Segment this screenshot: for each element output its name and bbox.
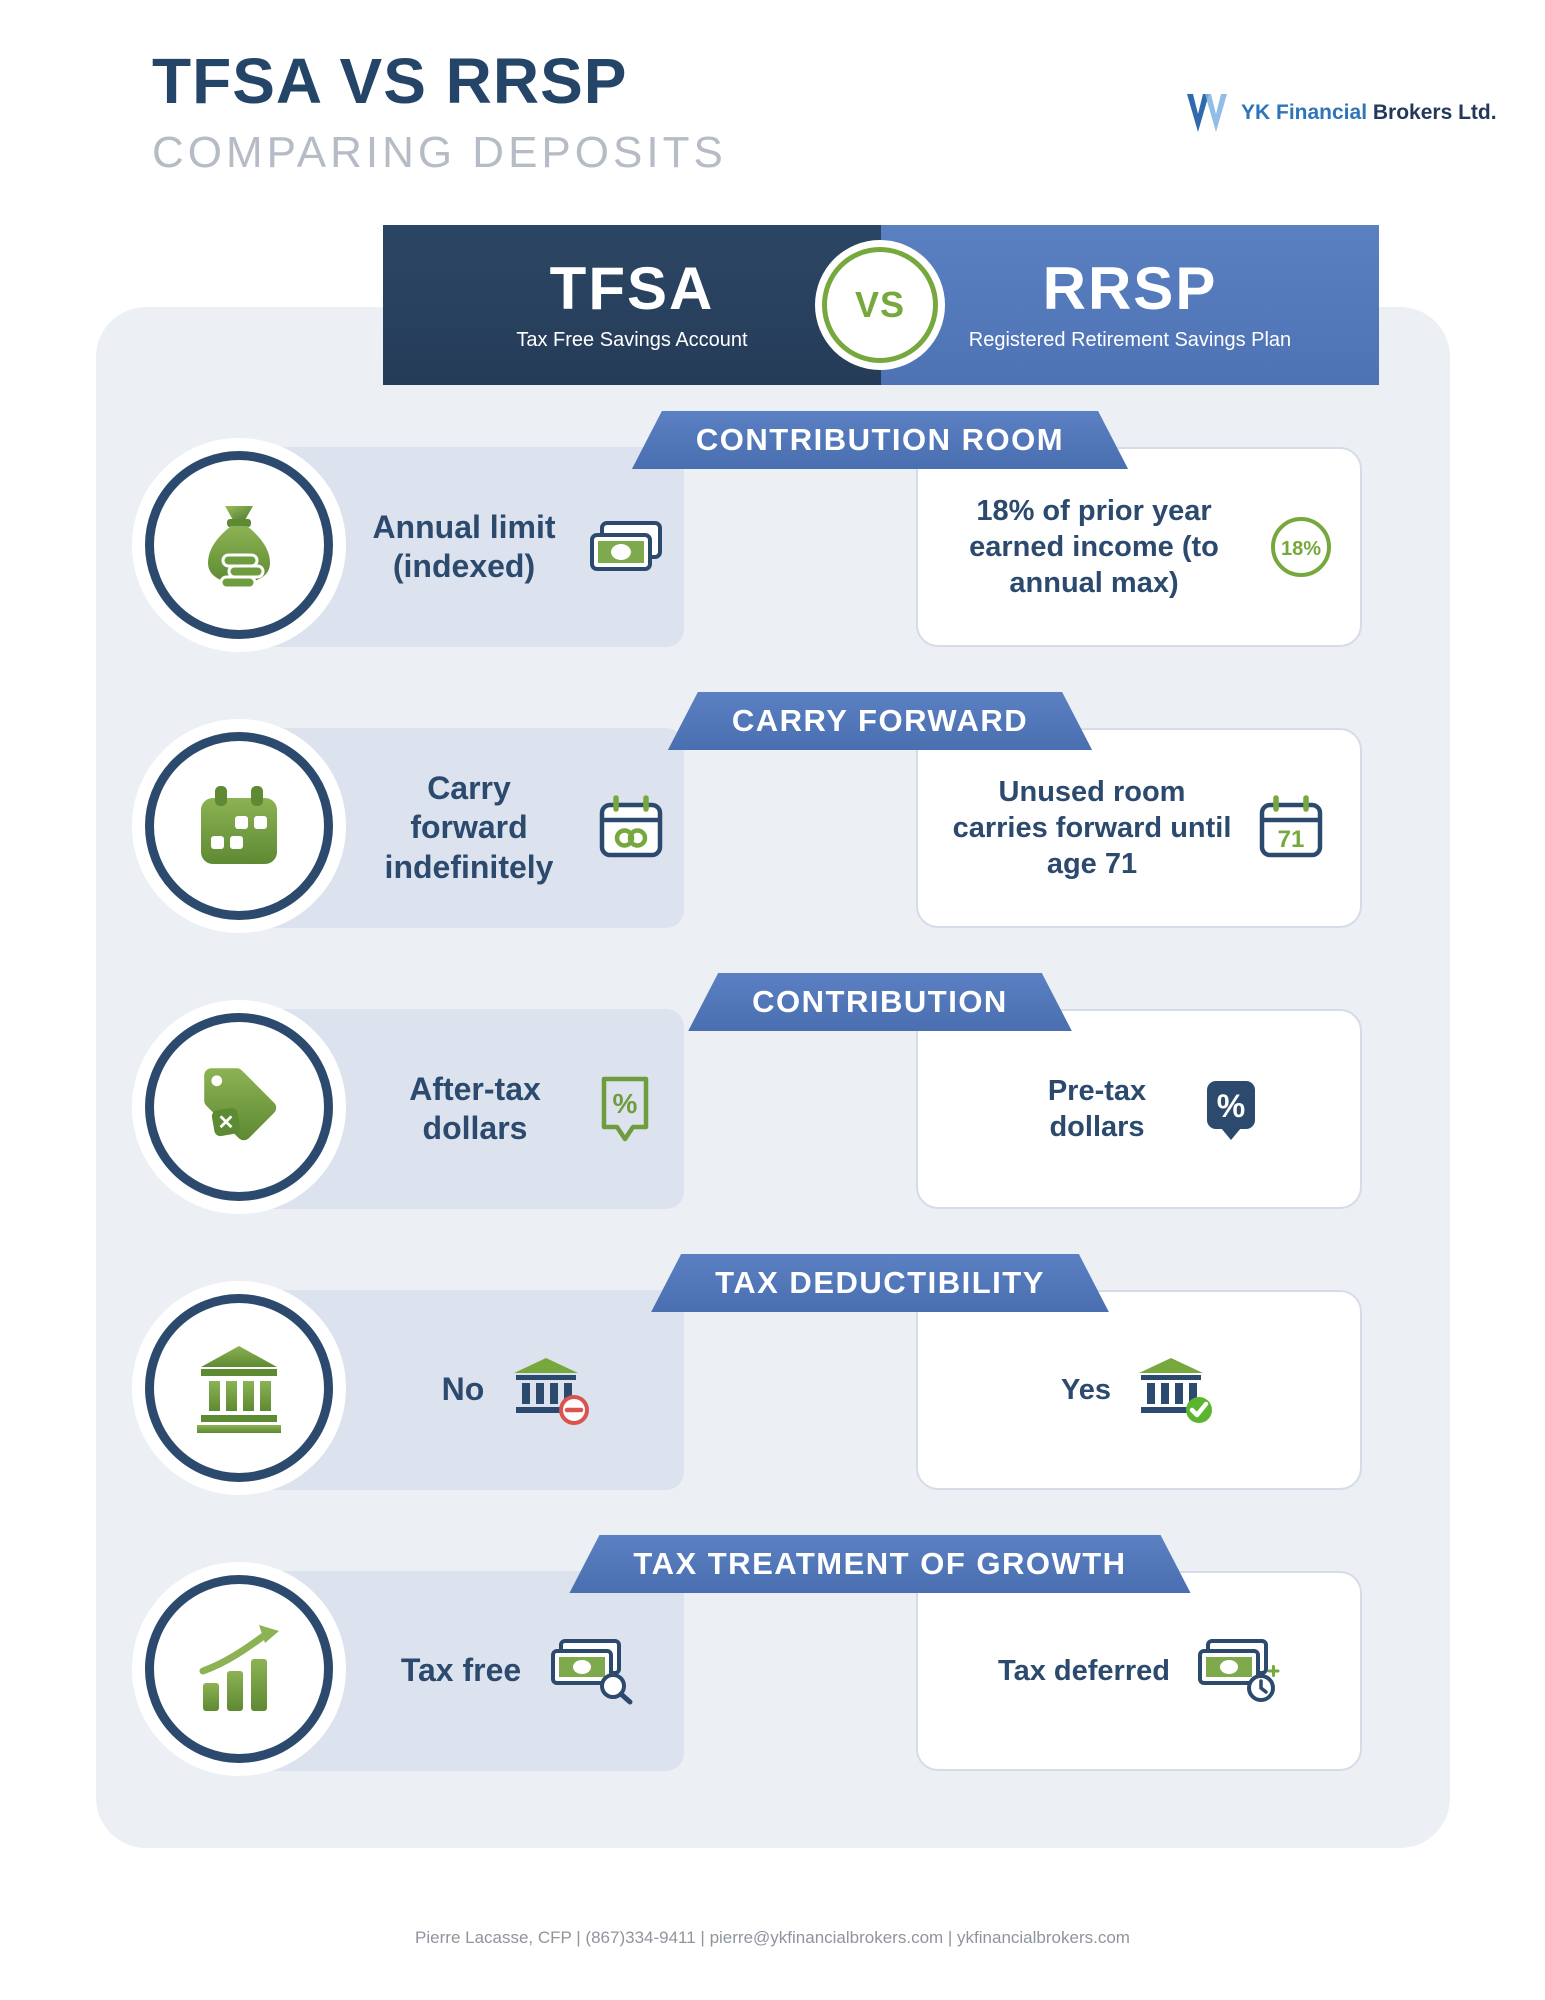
rrsp-value: Pre-tax dollars — [1047, 1074, 1147, 1143]
svg-text:%: % — [613, 1088, 638, 1119]
money-bag-icon — [208, 506, 270, 590]
bank-minus-icon — [510, 1354, 592, 1426]
tfsa-value: Carry forward indefinitely — [384, 770, 554, 885]
footer-contact: Pierre Lacasse, CFP | (867)334-9411 | pi… — [415, 1928, 1130, 1947]
rrsp-cell: Pre-tax dollars % — [916, 1009, 1362, 1209]
banner-label: TAX TREATMENT OF GROWTH — [633, 1546, 1127, 1581]
calendar-age-icon: 71 — [1256, 793, 1326, 863]
category-badge: ✕ — [145, 1013, 333, 1201]
tfsa-value: Annual limit (indexed) — [372, 508, 556, 584]
company-name: YK Financial Brokers Ltd. — [1241, 101, 1497, 125]
price-tags-icon: ✕ — [204, 1068, 277, 1141]
vs-badge: VS — [822, 247, 938, 363]
banner-label: CARRY FORWARD — [731, 703, 1029, 738]
category-badge — [145, 451, 333, 639]
banknote-icon — [586, 517, 666, 577]
tfsa-subtitle: Tax Free Savings Account — [516, 328, 748, 351]
tfsa-header: TFSA Tax Free Savings Account — [383, 225, 881, 385]
svg-text:✕: ✕ — [218, 1112, 235, 1134]
title-block: TFSA VS RRSP COMPARING DEPOSITS — [152, 44, 727, 178]
section-contribution-room: Annual limit (indexed) 18% of prior year… — [96, 411, 1450, 651]
section-banner: CONTRIBUTION ROOM — [632, 411, 1128, 469]
rrsp-value: Unused room carries forward until age 71 — [952, 775, 1232, 881]
calendar-infinity-icon — [596, 793, 666, 863]
comparison-panel: Annual limit (indexed) 18% of prior year… — [96, 307, 1450, 1848]
calendar-icon — [201, 786, 277, 864]
category-badge — [145, 1294, 333, 1482]
rrsp-cell: Yes — [916, 1290, 1362, 1490]
rrsp-subtitle: Registered Retirement Savings Plan — [968, 328, 1292, 351]
company-name-secondary: Brokers Ltd. — [1372, 101, 1497, 124]
svg-text:%: % — [1217, 1088, 1245, 1124]
company-logo: YK Financial Brokers Ltd. — [1185, 92, 1497, 134]
cash-clock-icon — [1194, 1637, 1280, 1705]
tfsa-value: Tax free — [400, 1652, 522, 1689]
banner-label: TAX DEDUCTIBILITY — [715, 1265, 1045, 1300]
rrsp-value: 18% of prior year earned income (to annu… — [969, 494, 1219, 600]
banner-label: CONTRIBUTION ROOM — [695, 422, 1065, 457]
banner-label: CONTRIBUTION — [752, 984, 1008, 1019]
section-banner: TAX TREATMENT OF GROWTH — [569, 1535, 1190, 1593]
percent-18-badge-icon: 18% — [1268, 514, 1334, 580]
section-contribution: ✕ After-tax dollars % Pre-tax dollars % — [96, 973, 1450, 1213]
vs-label: VS — [854, 284, 906, 325]
rrsp-title: RRSP — [1042, 254, 1218, 322]
tfsa-value: After-tax dollars — [409, 1070, 541, 1146]
tfsa-title: TFSA — [549, 254, 715, 322]
tfsa-value: No — [441, 1371, 485, 1408]
section-carry-forward: Carry forward indefinitely Unused room c… — [96, 692, 1450, 932]
bank-icon — [197, 1346, 281, 1433]
receipt-percent-icon: % — [596, 1074, 654, 1144]
percent-18-badge-label: 18% — [1281, 538, 1321, 560]
comparison-header: TFSA Tax Free Savings Account RRSP Regis… — [383, 225, 1379, 385]
cash-magnifier-icon — [547, 1637, 633, 1705]
section-banner: TAX DEDUCTIBILITY — [651, 1254, 1109, 1312]
rrsp-value: Tax deferred — [998, 1654, 1170, 1687]
section-banner: CARRY FORWARD — [668, 692, 1092, 750]
page-subtitle: COMPARING DEPOSITS — [152, 128, 727, 177]
category-badge — [145, 732, 333, 920]
category-badge — [145, 1575, 333, 1763]
rrsp-value: Yes — [1061, 1373, 1111, 1406]
w-monogram-icon — [1187, 94, 1227, 132]
calendar-age-label: 71 — [1278, 826, 1305, 853]
company-name-primary: YK Financial — [1241, 101, 1368, 124]
section-tax-treatment-of-growth: Tax free Tax deferred — [96, 1535, 1450, 1775]
rrsp-cell: Unused room carries forward until age 71… — [916, 728, 1362, 928]
percent-tag-icon: % — [1201, 1076, 1261, 1142]
bank-check-icon — [1135, 1354, 1217, 1426]
rrsp-cell: Tax deferred — [916, 1571, 1362, 1771]
page-title: TFSA VS RRSP — [152, 45, 628, 117]
rrsp-cell: 18% of prior year earned income (to annu… — [916, 447, 1362, 647]
section-banner: CONTRIBUTION — [688, 973, 1072, 1031]
rrsp-header: RRSP Registered Retirement Savings Plan — [881, 225, 1379, 385]
section-tax-deductibility: No Yes — [96, 1254, 1450, 1494]
growth-chart-icon — [199, 1625, 279, 1711]
